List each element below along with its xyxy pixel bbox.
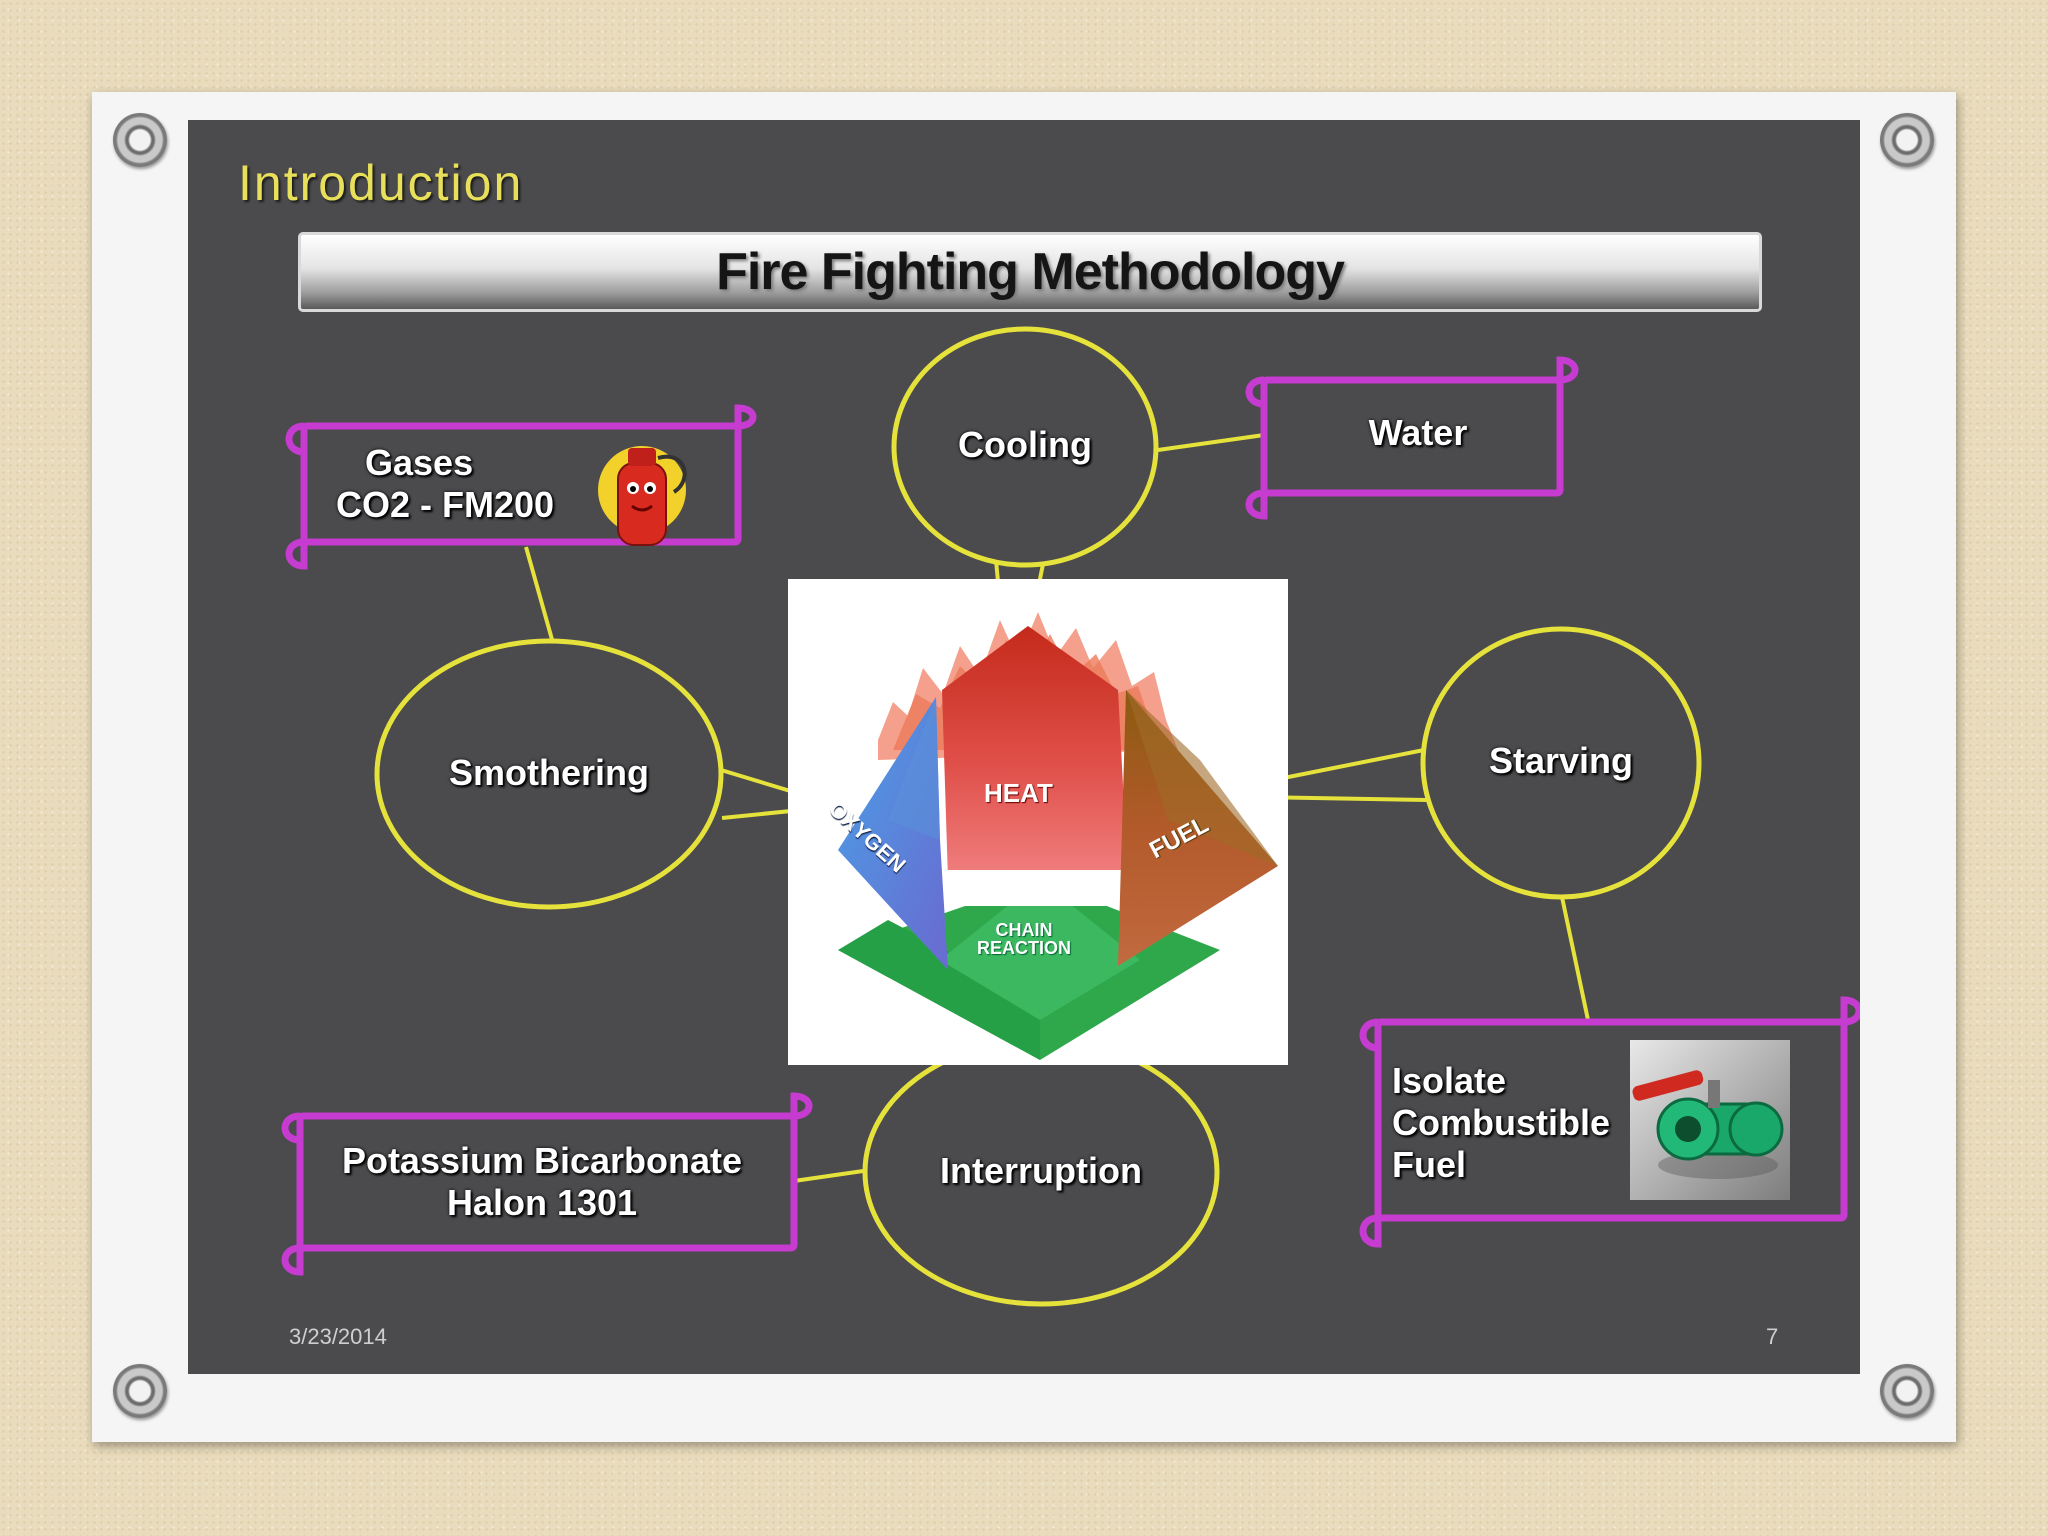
isolate-label-line1: Isolate <box>1392 1060 1507 1101</box>
water-label: Water <box>1368 412 1468 453</box>
grommet-top-left <box>113 113 167 167</box>
bubble-smothering <box>374 638 724 910</box>
grommet-bottom-left <box>113 1364 167 1418</box>
diagram-canvas <box>281 326 1860 1307</box>
connector-gases-smothering <box>524 546 555 644</box>
isolate-label-line3: Fuel <box>1392 1144 1467 1185</box>
isolate-label-line2: Combustible <box>1392 1102 1611 1143</box>
potassium-label-line1: Potassium Bicarbonate <box>341 1140 743 1181</box>
connector-potassium-interruption <box>793 1168 871 1183</box>
heat-label: HEAT <box>984 778 1053 808</box>
starving-label: Starving <box>1488 740 1634 781</box>
interruption-label: Interruption <box>940 1150 1142 1191</box>
smothering-label: Smothering <box>448 752 650 793</box>
scroll-potassium <box>281 1092 813 1276</box>
bubble-starving <box>1420 626 1702 900</box>
bubble-cooling <box>891 326 1159 568</box>
connector-cooling-water <box>1157 433 1265 452</box>
gases-label-line1: Gases <box>365 442 474 483</box>
ball-valve-icon <box>1630 1040 1790 1200</box>
chain-reaction-label-line1: CHAIN <box>995 920 1053 940</box>
fire-extinguisher-mascot-icon <box>598 446 687 546</box>
gases-label-line2: CO2 - FM200 <box>336 484 555 525</box>
grommet-bottom-right <box>1880 1364 1934 1418</box>
chain-reaction-label-line2: REACTION <box>977 938 1071 958</box>
potassium-label-line2: Halon 1301 <box>446 1182 638 1223</box>
fire-tetrahedron-picture <box>788 579 1288 1065</box>
section-title: Introduction <box>238 155 524 211</box>
slide-title: Fire Fighting Methodology <box>716 243 1345 301</box>
slide-date: 3/23/2014 <box>289 1324 387 1349</box>
connector-starving-isolate <box>1560 896 1590 1021</box>
scroll-water <box>1245 356 1579 520</box>
grommet-top-right <box>1880 113 1934 167</box>
title-bar: Fire Fighting Methodology <box>298 232 1762 312</box>
cooling-label: Cooling <box>958 424 1092 465</box>
slide-number: 7 <box>1766 1324 1779 1349</box>
slide: Introduction Fire Fighting Methodology C… <box>188 120 1860 1374</box>
